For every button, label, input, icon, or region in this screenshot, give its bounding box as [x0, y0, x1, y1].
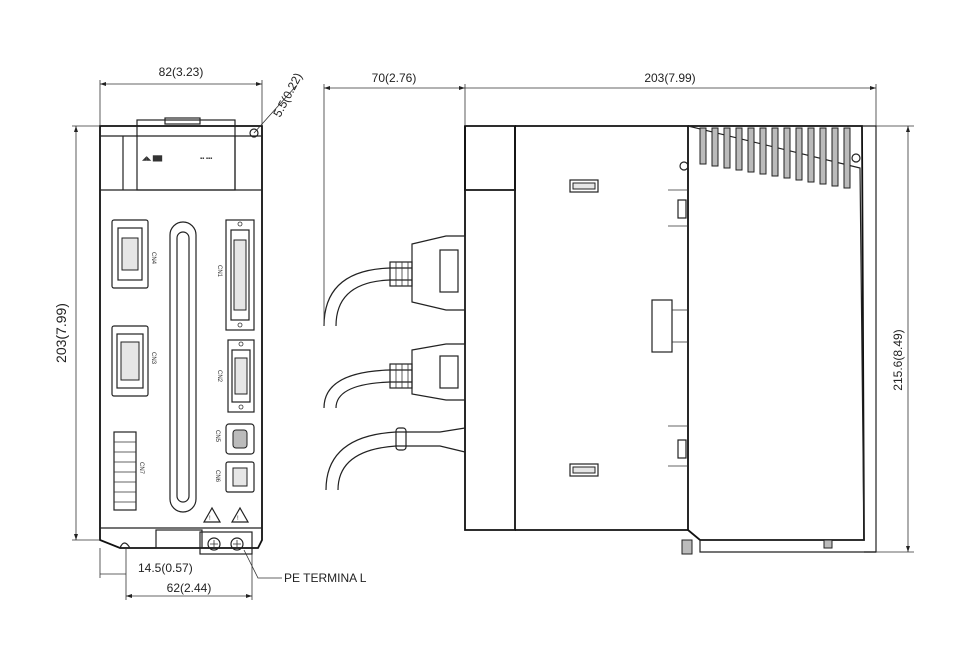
cn2-port	[227, 339, 255, 413]
warning-icon	[230, 506, 250, 523]
dim-mount-hole: 5.5(0.22)	[270, 70, 305, 119]
side-slot	[569, 463, 599, 477]
cable-plug-cn2	[411, 343, 466, 401]
dim-front-width: 82(3.23)	[159, 65, 204, 79]
dim-bottom-offset: 14.5(0.57)	[138, 561, 193, 575]
dim-bottom-width: 62(2.44)	[167, 581, 212, 595]
cn5-port	[225, 423, 255, 455]
cn4-port	[111, 219, 149, 289]
cables	[323, 235, 466, 491]
ground-lug	[681, 539, 693, 555]
dim-cable-depth: 70(2.76)	[372, 71, 417, 85]
heatsink-fins	[699, 127, 851, 189]
screw-icon	[851, 153, 861, 163]
screw-icon	[679, 161, 689, 171]
side-view	[464, 125, 877, 555]
dim-side-height: 215.6(8.49)	[891, 329, 905, 390]
svg-text:CN7: CN7	[138, 462, 144, 475]
svg-text:CN3: CN3	[150, 352, 156, 365]
warning-icon	[202, 506, 222, 523]
dim-side-depth: 203(7.99)	[644, 71, 695, 85]
cable-plug-cn1	[411, 235, 466, 311]
cn6-port	[225, 461, 255, 493]
mount-hole-icon	[249, 128, 259, 138]
svg-text:!: !	[209, 516, 211, 522]
side-slot	[569, 179, 599, 193]
cn7-terminal	[113, 431, 137, 511]
svg-text:CN6: CN6	[214, 470, 220, 483]
svg-text:▪▪ ▪▪▪: ▪▪ ▪▪▪	[200, 156, 212, 162]
side-dimensions: 70(2.76) 203(7.99) 215.6(8.49)	[323, 71, 914, 553]
cn1-port	[225, 219, 255, 331]
svg-text:CN5: CN5	[214, 430, 220, 443]
svg-text:CN1: CN1	[216, 265, 222, 278]
side-body-outline	[515, 125, 689, 531]
top-nameplate	[136, 119, 236, 191]
cn3-port	[111, 325, 149, 397]
pe-terminal-label: PE TERMINA L	[284, 571, 367, 585]
svg-text:CN2: CN2	[216, 370, 222, 383]
pe-terminal-screw-icon	[230, 537, 244, 551]
svg-text:CN4: CN4	[150, 252, 156, 265]
pe-terminal-screw-icon	[207, 537, 221, 551]
front-view: ◢◣ ▇▇ ▪▪ ▪▪▪ CN4 CN3 CN7 CN1	[99, 117, 263, 555]
vent-slot	[169, 221, 197, 513]
svg-text:!: !	[237, 516, 239, 522]
dim-front-height: 203(7.99)	[53, 303, 69, 363]
brand-logo: ◢◣ ▇▇	[142, 155, 163, 162]
